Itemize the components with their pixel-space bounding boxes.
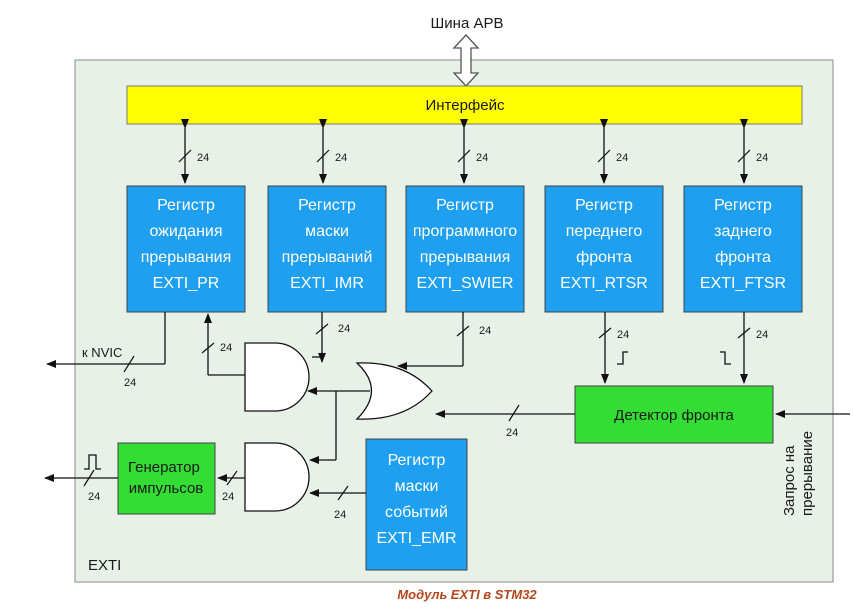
interface-bus-slash-5 [737,149,751,163]
register-exti-imr [267,185,387,313]
ftsr-bus-width: 24 [756,329,768,341]
interface-bus-width-5: 24 [756,152,768,164]
interface-bus-slash-2 [316,149,330,163]
and-gate-event [244,442,310,512]
imr-bus-width: 24 [338,323,350,335]
edge-detector-label: Детектор фронта [614,407,734,424]
bus-label: Шина APB [431,15,504,32]
register-exti-emr [365,438,468,571]
generator-bus-slash [83,469,95,487]
interface-label: Интерфейс [425,97,505,114]
interface-bus-width-3: 24 [476,152,488,164]
edge-detector-block [574,385,774,444]
swier-bus-width: 24 [479,325,491,337]
interface-bus-width-2: 24 [335,152,347,164]
register-exti-pr [126,185,246,313]
rising-edge-icon [617,351,628,365]
and1-out-width: 24 [220,342,232,354]
imr-bus-slash [315,323,329,335]
emr-bus-width: 24 [334,509,346,521]
emr-bus-slash [337,485,349,501]
nvic-bus-slash [123,355,135,373]
register-exti-ftsr [683,185,803,313]
detector-bus-width: 24 [506,427,518,439]
figure-caption: Модуль EXTI в STM32 [397,587,537,602]
interface-bus-slash-4 [597,149,611,163]
interface-bus-width-1: 24 [197,152,209,164]
rtsr-bus-width: 24 [617,329,629,341]
pulse-generator-label: Генератор импульсов [128,459,204,497]
pulse-generator-block [117,442,216,515]
interface-bus-slash-3 [457,149,471,163]
swier-bus-slash [456,325,470,337]
and2-bus-slash [226,470,238,486]
nvic-label: к NVIC [82,345,122,360]
and2-bus-width: 24 [222,491,234,503]
register-exti-swier [405,185,525,313]
falling-edge-icon [720,351,731,365]
interface-bus-slash-1 [178,149,192,163]
interrupt-request-label: Запрос на прерывание [781,431,816,516]
register-exti-rtsr [544,185,664,313]
detector-bus-slash [508,404,520,422]
and-gate-interrupt [244,342,310,412]
pulse-icon [84,454,101,470]
nvic-bus-width: 24 [124,377,136,389]
ftsr-bus-slash [737,327,751,339]
interface-bus-width-4: 24 [616,152,628,164]
module-label: EXTI [88,557,121,574]
and1-out-slash [201,342,215,354]
generator-bus-width: 24 [88,491,100,503]
rtsr-bus-slash [598,327,612,339]
